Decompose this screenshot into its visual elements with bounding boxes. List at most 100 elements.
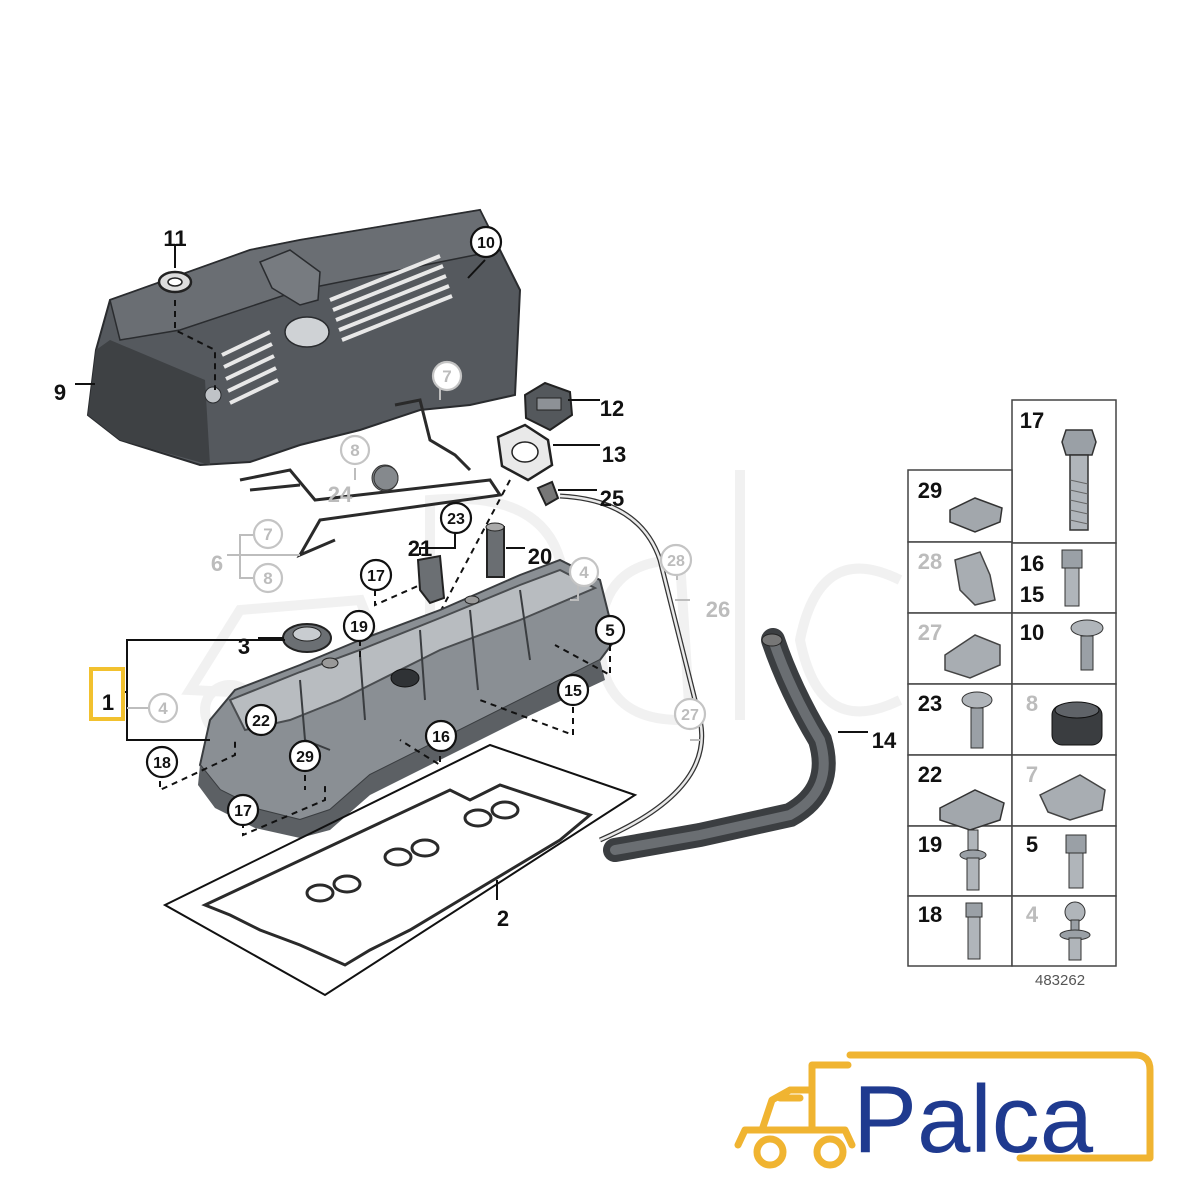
callout-c16: 16 bbox=[424, 719, 458, 753]
callout-number: 10 bbox=[477, 235, 495, 252]
callout-number: 6 bbox=[211, 551, 223, 576]
callout-c27: 27 bbox=[673, 697, 707, 731]
legend-screw-23-drawing bbox=[961, 691, 993, 749]
truck-wheel-front-icon bbox=[753, 1135, 787, 1169]
legend-clip-7-drawing bbox=[1039, 774, 1106, 821]
callout-c8a: 8 bbox=[339, 434, 371, 466]
legend-stud-5-drawing bbox=[1065, 834, 1087, 889]
legend-stud-16-drawing bbox=[1061, 549, 1083, 607]
callout-labels: 1234456778891011121314151617171819202122… bbox=[54, 225, 897, 931]
callout-number: 2 bbox=[497, 906, 509, 931]
legend-item-10: 10 bbox=[1020, 620, 1044, 645]
callout-c10: 10 bbox=[469, 225, 503, 259]
callout-circle bbox=[147, 692, 179, 724]
legend-item-23: 23 bbox=[918, 691, 942, 716]
callout-number: 25 bbox=[600, 486, 624, 511]
callout-c7a: 7 bbox=[431, 360, 463, 392]
callout-c4a: 4 bbox=[147, 692, 179, 724]
callout-circle bbox=[342, 609, 376, 643]
legend-item-17: 17 bbox=[1020, 408, 1044, 433]
legend-clip-27-drawing bbox=[944, 634, 1001, 679]
callout-number: 8 bbox=[350, 441, 359, 460]
nut-11-part bbox=[157, 270, 216, 390]
callout-number: 26 bbox=[706, 597, 730, 622]
valve-cover-gasket-2-part bbox=[162, 743, 638, 997]
seal-ring-3-part bbox=[282, 623, 332, 653]
callout-number: 17 bbox=[367, 568, 385, 585]
callout-circle bbox=[252, 518, 284, 550]
legend-item-4: 4 bbox=[1026, 902, 1039, 927]
callout-circle bbox=[424, 719, 458, 753]
callout-c6: 6 bbox=[211, 551, 223, 576]
callout-number: 4 bbox=[579, 563, 589, 582]
callout-c17b: 17 bbox=[226, 793, 260, 827]
legend-item-8: 8 bbox=[1026, 691, 1038, 716]
legend-item-18: 18 bbox=[918, 902, 942, 927]
legend-grommet-8-drawing bbox=[1051, 701, 1103, 746]
callout-c21: 21 bbox=[408, 536, 432, 561]
legend-screw-10-drawing bbox=[1070, 619, 1104, 671]
valve-cover-part bbox=[198, 558, 617, 838]
callout-c8b: 8 bbox=[252, 562, 284, 594]
callout-c9: 9 bbox=[54, 380, 66, 405]
legend-item-27: 27 bbox=[918, 620, 942, 645]
callout-number: 14 bbox=[872, 728, 897, 753]
callout-c12: 12 bbox=[600, 396, 624, 421]
legend-clip-28-drawing bbox=[954, 551, 996, 606]
callout-number: 24 bbox=[328, 482, 353, 507]
callout-c1: 1 bbox=[102, 690, 114, 715]
callout-number: 17 bbox=[234, 803, 252, 820]
callout-c4b: 4 bbox=[568, 556, 600, 588]
legend-bolt-17-drawing bbox=[1061, 429, 1097, 531]
callout-number: 12 bbox=[600, 396, 624, 421]
callout-number: 28 bbox=[667, 553, 685, 570]
legend-item-5: 5 bbox=[1026, 832, 1038, 857]
legend-item-28: 28 bbox=[918, 549, 942, 574]
legend-stud-18-drawing bbox=[965, 902, 983, 960]
callout-circle bbox=[226, 793, 260, 827]
callout-circle bbox=[145, 745, 179, 779]
legend-item-16: 16 bbox=[1020, 551, 1044, 576]
callout-c11: 11 bbox=[163, 226, 186, 251]
callout-number: 1 bbox=[102, 690, 114, 715]
callout-number: 23 bbox=[447, 511, 465, 528]
callout-c2: 2 bbox=[497, 906, 509, 931]
callout-number: 18 bbox=[153, 755, 171, 772]
callout-number: 7 bbox=[263, 525, 272, 544]
callout-c28: 28 bbox=[659, 543, 693, 577]
diagram-number: 483262 bbox=[1035, 972, 1085, 989]
callout-circle bbox=[431, 360, 463, 392]
brand-name: Palca bbox=[853, 1066, 1094, 1173]
callout-number: 7 bbox=[442, 367, 451, 386]
callout-circle bbox=[469, 225, 503, 259]
callout-circle bbox=[244, 703, 278, 737]
callout-number: 5 bbox=[605, 621, 614, 640]
callout-circle bbox=[659, 543, 693, 577]
logo-frame bbox=[846, 1051, 1154, 1162]
legend-item-29: 29 bbox=[918, 478, 942, 503]
truck-icon bbox=[734, 1061, 856, 1149]
plug-24-part bbox=[373, 465, 399, 491]
callout-c17a: 17 bbox=[359, 558, 393, 592]
callout-number: 4 bbox=[158, 699, 168, 718]
callout-c3: 3 bbox=[238, 634, 250, 659]
callout-number: 3 bbox=[238, 634, 250, 659]
callout-c23: 23 bbox=[439, 501, 473, 535]
legend-nut-22-drawing bbox=[939, 789, 1005, 831]
legend-clip-29-drawing bbox=[949, 497, 1003, 533]
callout-c5: 5 bbox=[594, 614, 626, 646]
callout-c29: 29 bbox=[288, 739, 322, 773]
bracket-21-part bbox=[416, 554, 446, 605]
gasket-13-part bbox=[419, 423, 554, 651]
callout-number: 11 bbox=[163, 226, 186, 251]
callout-number: 29 bbox=[296, 749, 314, 766]
legend-item-7: 7 bbox=[1026, 762, 1038, 787]
callout-number: 20 bbox=[528, 544, 552, 569]
callout-number: 15 bbox=[564, 683, 582, 700]
truck-wheel-rear-icon bbox=[813, 1135, 847, 1169]
callout-number: 22 bbox=[252, 713, 270, 730]
callout-number: 13 bbox=[602, 442, 626, 467]
